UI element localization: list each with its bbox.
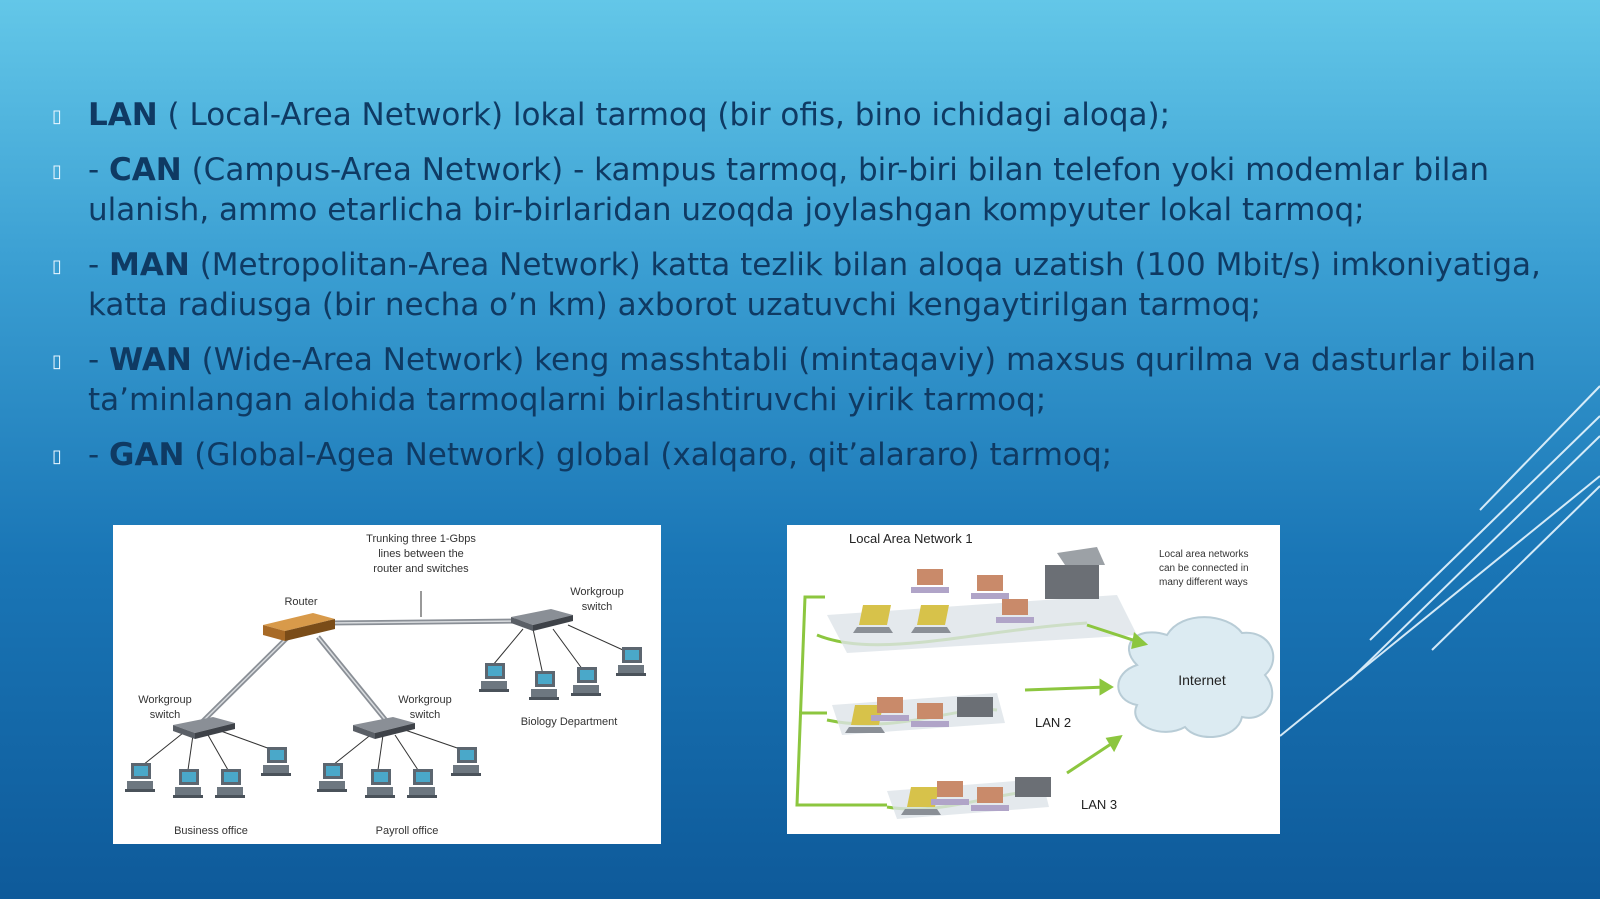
- lan-internet-image: Local Area Network 1 Internet LAN 2 LAN …: [787, 525, 1280, 834]
- switch-label-line2: switch: [410, 709, 441, 721]
- bullet-text: (Campus-Area Network) - kampus tarmoq, b…: [88, 152, 1489, 228]
- bullet-prefix: -: [88, 342, 110, 378]
- bullet-term: CAN: [109, 152, 182, 188]
- bullet-prefix: -: [88, 152, 110, 188]
- printer-icon: [1045, 547, 1105, 599]
- computer-icon: [571, 667, 601, 696]
- bullet-marker-icon: ▯: [52, 161, 62, 182]
- bullet-wan: ▯ - WAN (Wide-Area Network) keng masshta…: [52, 340, 1562, 420]
- switch-icon: [353, 717, 415, 739]
- bullet-term: WAN: [109, 342, 192, 378]
- computer-icon: [173, 769, 203, 798]
- bullet-can: ▯ - CAN (Campus-Area Network) - kampus t…: [52, 150, 1562, 230]
- bullet-term: GAN: [109, 437, 185, 473]
- printer-icon: [1015, 777, 1051, 797]
- router-icon: [263, 613, 335, 641]
- bullet-text: (Wide-Area Network) keng masshtabli (min…: [88, 342, 1536, 418]
- bullet-prefix: -: [88, 437, 110, 473]
- note-line2: can be connected in: [1159, 563, 1249, 574]
- computer-icon: [971, 575, 1009, 599]
- computer-icon: [911, 569, 949, 593]
- printer-icon: [957, 697, 993, 717]
- lan1-platform: [827, 595, 1137, 653]
- computer-icon: [215, 769, 245, 798]
- switch-label-line1: Workgroup: [138, 694, 192, 706]
- switch-label-line1: Workgroup: [398, 694, 452, 706]
- switch-label-line1: Workgroup: [570, 586, 624, 598]
- internet-label: Internet: [1178, 672, 1226, 688]
- computer-icon: [365, 769, 395, 798]
- bullet-term: MAN: [109, 247, 190, 283]
- trunk-label-line3: router and switches: [373, 563, 469, 575]
- lan3-label: LAN 3: [1081, 797, 1117, 812]
- lan2-label: LAN 2: [1035, 715, 1071, 730]
- trunk-label-line1: Trunking three 1-Gbps: [366, 533, 476, 545]
- bullet-text: ( Local-Area Network) lokal tarmoq (bir …: [157, 97, 1171, 133]
- business-office-label: Business office: [174, 825, 248, 837]
- computer-icon: [451, 747, 481, 776]
- bullet-term: LAN: [88, 97, 158, 133]
- switch-icon: [511, 609, 573, 631]
- computer-icon: [616, 647, 646, 676]
- bullet-list: ▯ LAN ( Local-Area Network) lokal tarmoq…: [52, 95, 1562, 490]
- router-label: Router: [284, 596, 317, 608]
- bullet-gan: ▯ - GAN (Global-Agea Network) global (xa…: [52, 435, 1562, 475]
- switch-icon: [173, 717, 235, 739]
- bullet-prefix: -: [88, 247, 110, 283]
- trunk-label-line2: lines between the: [378, 548, 464, 560]
- network-topology-image: Trunking three 1-Gbps lines between the …: [113, 525, 661, 844]
- bullet-marker-icon: ▯: [52, 106, 62, 127]
- payroll-office-label: Payroll office: [376, 825, 439, 837]
- computer-icon: [261, 747, 291, 776]
- biology-department-label: Biology Department: [521, 716, 618, 728]
- switch-label-line2: switch: [150, 709, 181, 721]
- bullet-text: (Metropolitan-Area Network) katta tezlik…: [88, 247, 1541, 323]
- bullet-marker-icon: ▯: [52, 256, 62, 277]
- computer-icon: [317, 763, 347, 792]
- note-line1: Local area networks: [1159, 549, 1249, 560]
- computer-icon: [407, 769, 437, 798]
- bullet-lan: ▯ LAN ( Local-Area Network) lokal tarmoq…: [52, 95, 1562, 135]
- computer-icon: [529, 671, 559, 700]
- internet-cloud-icon: [1117, 616, 1275, 739]
- computer-icon: [479, 663, 509, 692]
- note-line3: many different ways: [1159, 577, 1248, 588]
- computer-icon: [125, 763, 155, 792]
- lan1-title: Local Area Network 1: [849, 531, 973, 546]
- bullet-marker-icon: ▯: [52, 446, 62, 467]
- switch-label-line2: switch: [582, 601, 613, 613]
- bullet-text: (Global-Agea Network) global (xalqaro, q…: [184, 437, 1113, 473]
- bullet-man: ▯ - MAN (Metropolitan-Area Network) katt…: [52, 245, 1562, 325]
- bullet-marker-icon: ▯: [52, 351, 62, 372]
